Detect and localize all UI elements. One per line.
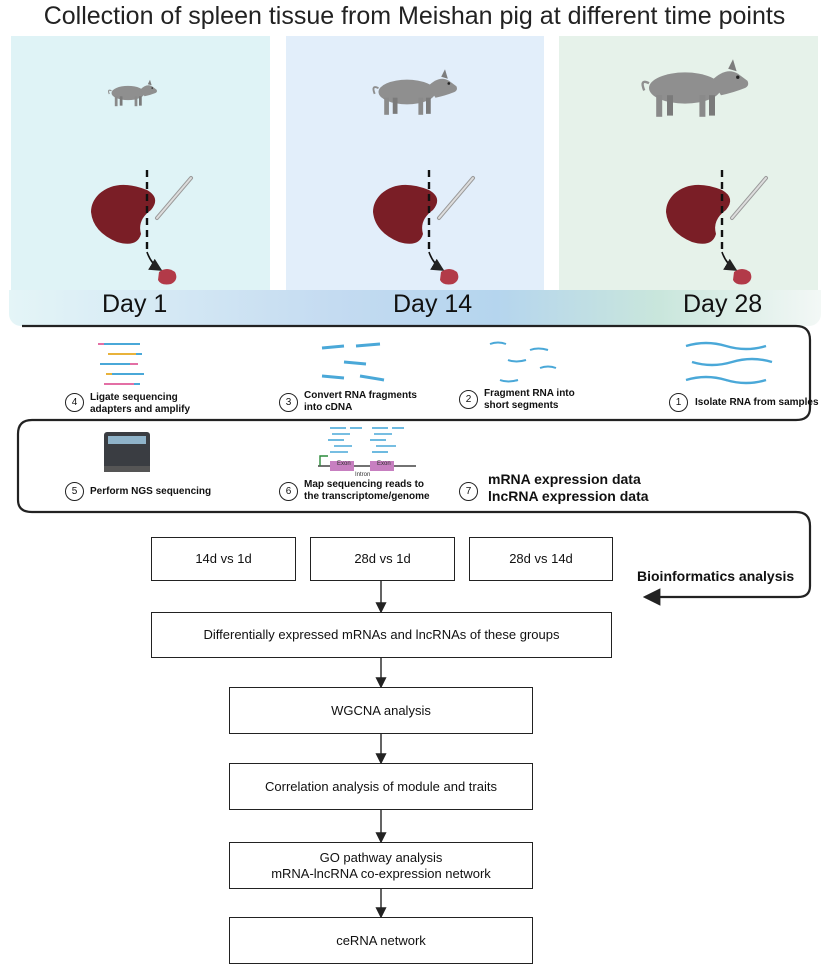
panel-day1 (11, 36, 270, 292)
step-number: 7 (459, 482, 478, 501)
step-1-label: Isolate RNA from samples (695, 397, 819, 408)
timeline-bar (9, 290, 821, 326)
day-label: Day 1 (102, 290, 168, 318)
step-number: 1 (669, 393, 688, 412)
comparison-box: 28d vs 14d (469, 537, 613, 581)
read-mapping-icon (318, 427, 416, 471)
process-frame (16, 324, 812, 606)
exon-label: Exon (337, 461, 351, 467)
rna-strands-icon (685, 341, 773, 385)
piglet-icon (108, 79, 158, 107)
adapter-fragments-icon (98, 343, 144, 385)
mrna-expression-label: mRNA expression data (488, 471, 641, 487)
rna-fragments-icon (489, 341, 557, 383)
cdna-fragments-icon (321, 342, 385, 382)
day-label: Day 28 (683, 290, 763, 318)
step-number: 5 (65, 482, 84, 501)
pig-medium-icon (372, 68, 458, 116)
cerna-box: ceRNA network (229, 917, 533, 964)
spleen-dissection-icon (373, 170, 473, 285)
spleen-dissection-icon (666, 170, 766, 285)
day-label: Day 14 (393, 290, 473, 318)
intron-label: Intron (355, 472, 371, 478)
step-number: 6 (279, 482, 298, 501)
go-network-box: GO pathway analysis mRNA-lncRNA co-expre… (229, 842, 533, 889)
deg-box: Differentially expressed mRNAs and lncRN… (151, 612, 612, 658)
wgcna-box: WGCNA analysis (229, 687, 533, 734)
panel-day14 (286, 36, 544, 292)
bioinformatics-label: Bioinformatics analysis (637, 568, 795, 584)
comparison-box: 28d vs 1d (310, 537, 455, 581)
figure-title: Collection of spleen tissue from Meishan… (43, 2, 786, 30)
sequencer-icon (104, 432, 150, 472)
comparison-box: 14d vs 1d (151, 537, 296, 581)
correlation-box: Correlation analysis of module and trait… (229, 763, 533, 810)
pig-large-icon (641, 57, 750, 119)
step-number: 4 (65, 393, 84, 412)
step-number: 2 (459, 390, 478, 409)
lncrna-expression-label: lncRNA expression data (488, 488, 649, 504)
step-number: 3 (279, 393, 298, 412)
exon-label: Exon (377, 461, 391, 467)
spleen-dissection-icon (91, 170, 191, 285)
step-5-label: Perform NGS sequencing (90, 486, 212, 497)
